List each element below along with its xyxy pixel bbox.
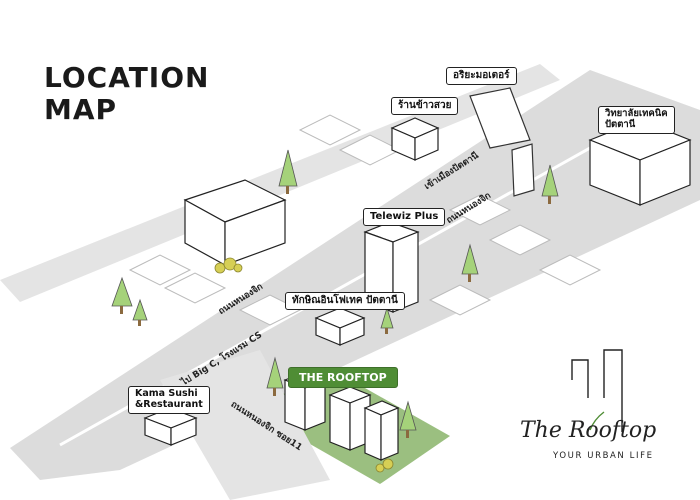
marker-kama-line-2: &Restaurant (135, 398, 203, 410)
marker-ariya-motor[interactable]: อริยะมอเตอร์ (446, 67, 517, 85)
tree (266, 356, 284, 396)
tree (399, 400, 417, 438)
logo-tagline: YOUR URBAN LIFE (553, 451, 654, 461)
building-large-left (183, 179, 287, 267)
logo-wordmark: The Rooftop (520, 418, 657, 443)
marker-kama-sushi[interactable]: Kama Sushi &Restaurant (128, 386, 210, 414)
marker-college-line-1: วิทยาลัยเทคนิค (605, 108, 668, 119)
title-line-2: MAP (44, 93, 118, 126)
marker-kama-line-1: Kama Sushi (135, 388, 198, 399)
trees (111, 149, 559, 438)
marker-the-rooftop[interactable]: THE ROOFTOP (288, 367, 398, 389)
title-line-1: LOCATION (44, 61, 210, 94)
tree (111, 276, 133, 314)
marker-technique-school[interactable]: ทักษิณอินโฟเทค ปัตตานี (285, 292, 405, 310)
marker-telewiz[interactable]: Telewiz Plus (363, 208, 446, 226)
building-technique (314, 307, 366, 346)
tree (132, 298, 148, 326)
bushes (214, 257, 394, 473)
tree (461, 243, 479, 282)
marker-college-line-2: ปัตตานี (605, 118, 636, 130)
overpass-pillar (511, 143, 535, 197)
building-rice-shop (390, 117, 440, 161)
tree (278, 149, 298, 194)
marker-college[interactable]: วิทยาลัยเทคนิค ปัตตานี (598, 106, 675, 134)
background-blocks (128, 114, 602, 326)
logo-mark (571, 349, 623, 432)
marker-rice-shop[interactable]: ร้านข้าวสวย (391, 97, 459, 115)
tree (541, 164, 559, 204)
tree (380, 306, 394, 334)
overpass (469, 87, 531, 149)
